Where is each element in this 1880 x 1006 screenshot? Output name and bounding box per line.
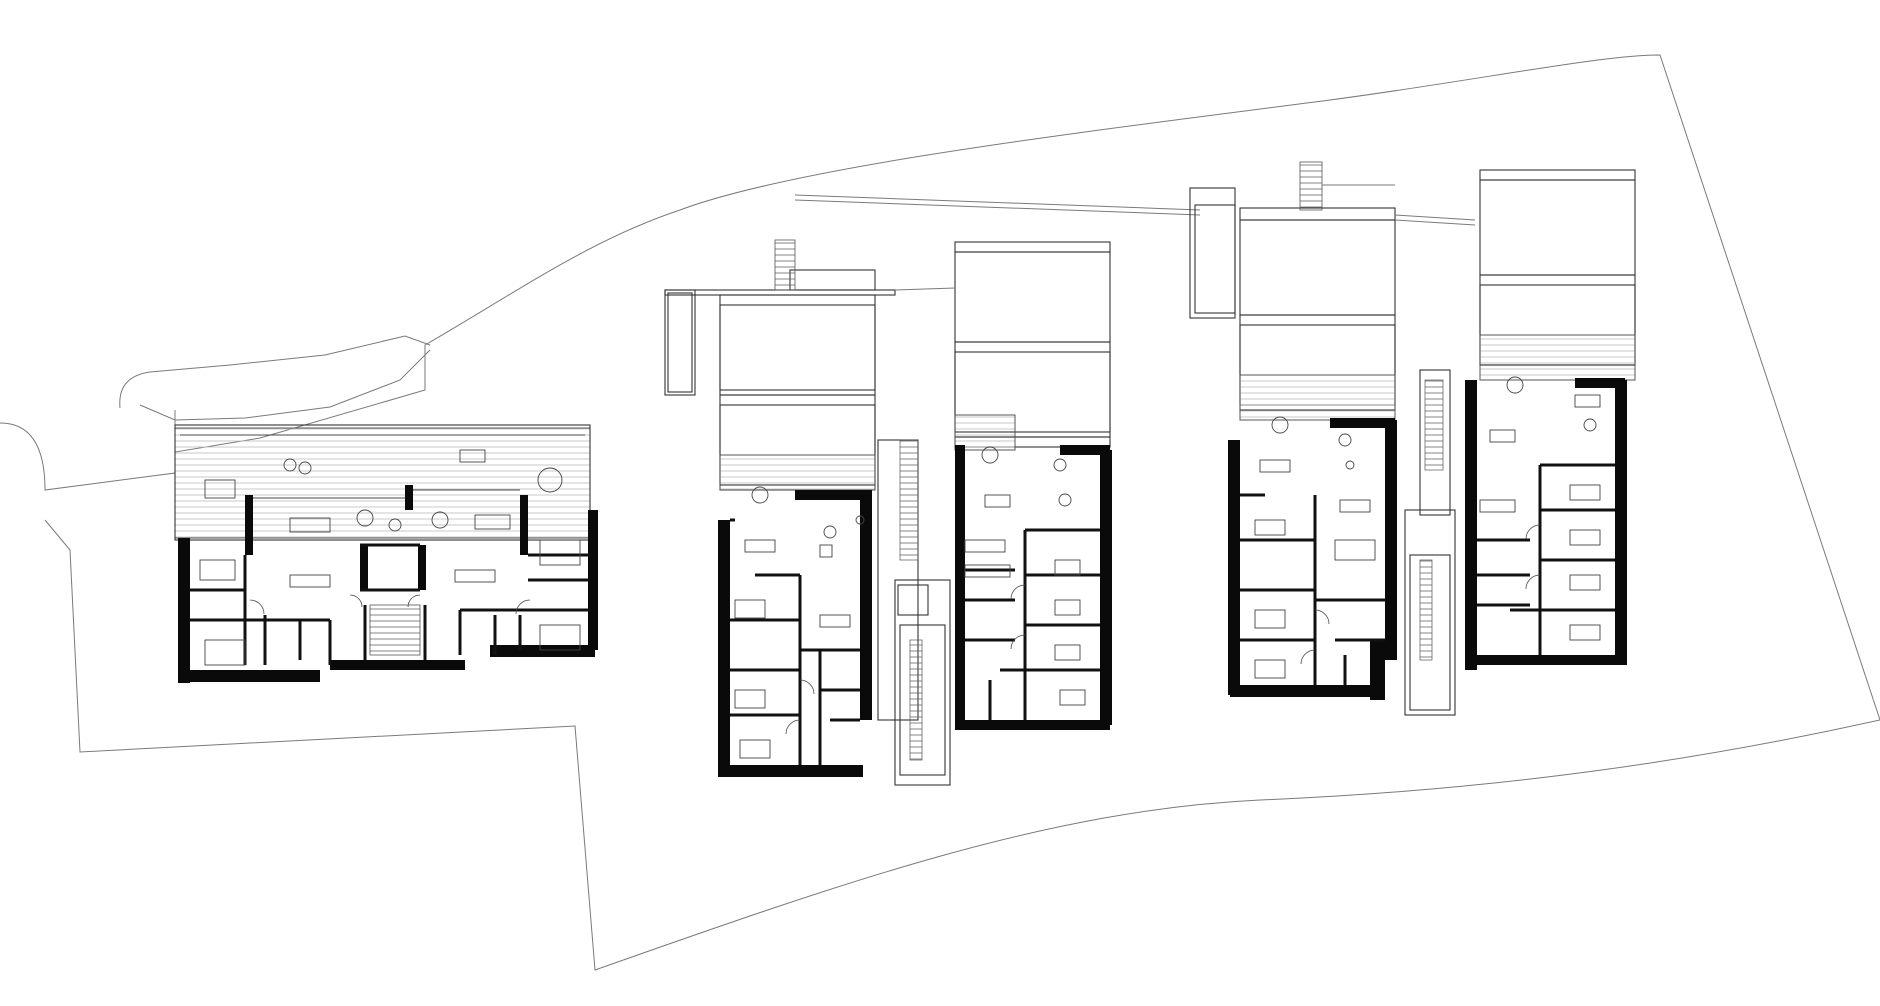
building-2: [664, 194, 1201, 786]
building-1: [174, 424, 598, 683]
furniture-2: [734, 446, 1086, 759]
furniture-1: [199, 449, 581, 666]
building-3: [1189, 161, 1636, 716]
furniture-3: [1254, 376, 1601, 679]
